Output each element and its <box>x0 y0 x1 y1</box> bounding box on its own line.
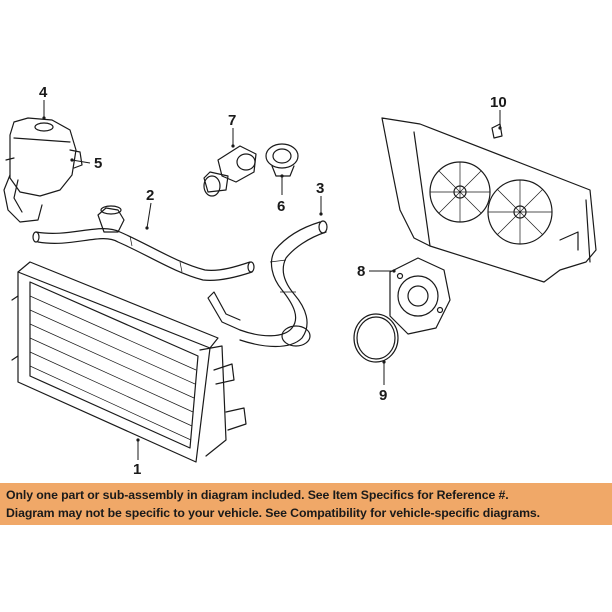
callout-9: 9 <box>379 387 387 404</box>
callout-3: 3 <box>316 180 324 197</box>
callout-10: 10 <box>490 94 507 111</box>
thermostat-housing <box>203 145 257 197</box>
callout-5: 5 <box>94 155 102 172</box>
thermostat <box>265 143 299 177</box>
callout-4: 4 <box>39 84 48 101</box>
callout-6: 6 <box>277 198 285 215</box>
leader-lines <box>42 100 502 460</box>
notice-line-2: Diagram may not be specific to your vehi… <box>6 506 540 520</box>
callout-1: 1 <box>133 461 141 478</box>
callout-8: 8 <box>357 263 365 280</box>
callout-7: 7 <box>228 112 236 129</box>
notice-line-1: Only one part or sub-assembly in diagram… <box>6 488 509 502</box>
water-pump-gasket <box>353 313 399 363</box>
compatibility-notice-banner: Only one part or sub-assembly in diagram… <box>0 483 612 525</box>
water-pump <box>389 257 451 335</box>
fan-shroud-assembly <box>381 117 597 283</box>
callout-2: 2 <box>146 187 154 204</box>
radiator <box>11 261 247 463</box>
coolant-reservoir <box>3 117 83 223</box>
parts-diagram: 4 5 2 3 7 6 8 9 10 1 <box>3 84 597 478</box>
upper-radiator-hose <box>32 205 255 281</box>
lower-radiator-hose <box>207 220 328 348</box>
